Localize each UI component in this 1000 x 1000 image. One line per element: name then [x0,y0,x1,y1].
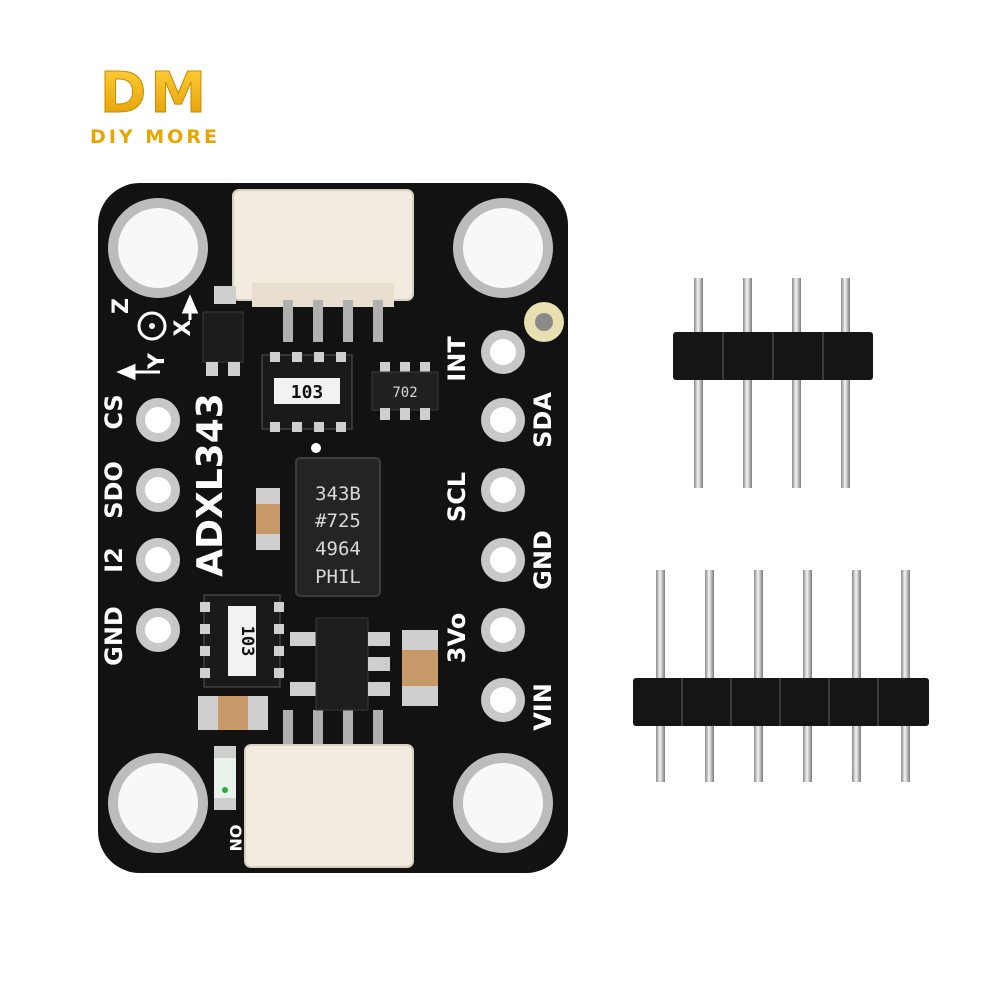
chip-line-3: 4964 [315,538,361,560]
chip-line-1: 343B [315,483,361,505]
power-led [214,746,236,810]
mounting-hole [453,753,553,853]
pin-label-gnd-left: GND [100,606,128,666]
axis-indicator: Z Y X [109,294,199,381]
mounting-hole [453,198,553,298]
header-6-pin [633,570,929,782]
adxl343-chip: 343B #725 4964 PHIL [295,443,381,597]
header-pin [803,570,812,782]
voltage-regulator [290,617,390,711]
capacitor-bottom [198,696,268,730]
pin-pad [481,538,525,582]
pin-label-int: INT [443,336,471,382]
sot-transistor [202,286,244,376]
pin-label-gnd-right: GND [529,530,557,590]
header-pin [743,278,752,488]
pin-pad [136,538,180,582]
resistor-bottom-code: 103 [237,626,257,657]
board-name: ADXL343 [190,393,231,577]
pin-label-3vo: 3Vo [443,613,471,663]
resistor-array-top: 103 [261,352,353,432]
axis-z-label: Z [109,298,134,314]
resistor-top-code: 103 [291,382,324,403]
mounting-holes [108,198,553,853]
header-pin [852,570,861,782]
led-label: ON [226,825,245,852]
header-pin [705,570,714,782]
right-pin-pads [481,330,525,722]
right-pin-labels: INT SDA SCL GND 3Vo VIN [443,336,557,731]
pin-pad [481,678,525,722]
resistor-array-bottom: 103 [200,594,284,688]
pin-label-scl: SCL [443,472,471,522]
header-pin [841,278,850,488]
mounting-hole [108,753,208,853]
pin-pad [136,398,180,442]
mosfet-chip: 702 [371,362,439,420]
pin-pad [136,468,180,512]
pin-label-sdo: SDO [100,461,128,519]
pin-label-sda: SDA [529,392,557,448]
top-connector [232,189,414,342]
header-pin [901,570,910,782]
header-pin [792,278,801,488]
pin-pad [481,608,525,652]
pin-label-vin: VIN [529,683,557,731]
brand-logo: DM DIY MORE [90,61,220,149]
pin-pad [136,608,180,652]
axis-x-label: X [171,319,196,336]
axis-y-label: Y [145,352,170,370]
left-pin-labels: CS SDO I2 GND [100,394,128,666]
bottom-connector [244,710,414,868]
mosfet-code: 702 [392,385,417,401]
mounting-hole [108,198,208,298]
chip-line-2: #725 [315,510,361,532]
fiducial-mark [524,302,564,342]
capacitor-left [256,488,280,550]
capacitor-right [402,630,438,706]
pin-label-cs: CS [100,394,128,429]
chip-line-4: PHIL [315,566,361,588]
brand-logo-mark: DM [100,61,210,126]
pin-pad [481,398,525,442]
header-pin [694,278,703,488]
header-pin [656,570,665,782]
pin-label-i2: I2 [100,547,128,573]
pcb-board: 103 702 343B #725 4964 PHIL [98,183,568,873]
header-4-pin [673,278,873,488]
brand-tagline: DIY MORE [90,126,220,148]
header-pin [754,570,763,782]
pin-pad [481,330,525,374]
pin-pad [481,468,525,512]
left-pin-pads [136,398,180,652]
